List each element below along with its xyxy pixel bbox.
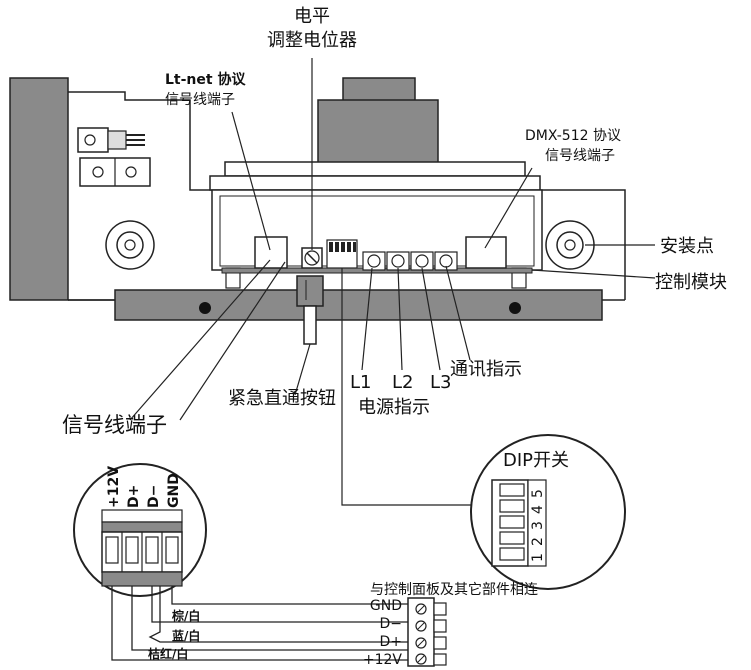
dip-switch-label: DIP开关 (503, 450, 569, 471)
dmx-terminal (465, 236, 507, 269)
mount-point-label: 安装点 (660, 236, 714, 257)
connector-pin-dminus: D− (379, 616, 402, 632)
dip-detail-body (491, 479, 547, 567)
mount-point-left (105, 220, 155, 270)
wire-orange-white: 桔红/白 (148, 646, 188, 661)
wire-brown-white: 棕/白 (171, 608, 200, 623)
dip-num-4: 4 (530, 505, 546, 514)
connect-note: 与控制面板及其它部件相连 (370, 581, 538, 598)
dip-switch-board (326, 239, 358, 269)
level-pot-label-2: 调整电位器 (267, 30, 357, 51)
ltnet-label-1: Lt-net 协议 (165, 71, 246, 88)
terminal-detail-body (101, 509, 183, 587)
terminal-pin-gnd: GND (166, 473, 182, 508)
led-comm (434, 251, 458, 271)
rail-screw-left (199, 302, 211, 314)
dmx-label-2: 信号线端子 (545, 148, 615, 164)
enclosure-wall (9, 77, 69, 301)
dip-num-1: 1 (530, 553, 546, 562)
connector-pin-12v: +12V (363, 652, 403, 668)
base-rail (114, 289, 603, 321)
l1-label: L1 (350, 372, 371, 393)
dip-num-5: 5 (530, 489, 546, 498)
terminal-pin-12v: +12V (106, 466, 122, 508)
wire-bundle (111, 586, 408, 661)
led-l1 (362, 251, 386, 271)
wire-blue-white: 蓝/白 (172, 628, 200, 643)
dip-num-3: 3 (530, 521, 546, 530)
terminal-pin-dplus: D+ (126, 485, 142, 508)
leader-lines (129, 58, 656, 506)
l2-label: L2 (392, 372, 413, 393)
bypass-button (296, 275, 324, 345)
level-pot-label-1: 电平 (294, 6, 330, 27)
control-module-label: 控制模块 (655, 272, 727, 293)
rail-screw-right (509, 302, 521, 314)
comm-indicator-label: 通讯指示 (450, 359, 522, 380)
ltnet-label-2: 信号线端子 (165, 92, 235, 108)
transformer (209, 77, 541, 191)
led-l2 (386, 251, 410, 271)
signal-terminal-label: 信号线端子 (62, 413, 167, 437)
led-l3 (410, 251, 434, 271)
bypass-button-label: 紧急直通按钮 (228, 388, 336, 409)
connector-pin-dplus: D+ (379, 634, 402, 650)
terminal-pin-dminus: D− (146, 485, 162, 508)
power-indicator-label: 电源指示 (358, 397, 430, 418)
ltnet-terminal (254, 236, 288, 269)
dmx-label-1: DMX-512 协议 (525, 128, 621, 144)
connector-block (407, 597, 447, 667)
connector-pin-gnd: GND (370, 598, 402, 614)
mount-point-right (545, 220, 595, 270)
level-potentiometer (301, 247, 323, 269)
dip-num-2: 2 (530, 537, 546, 546)
l3-label: L3 (430, 372, 451, 393)
transistor-component (77, 127, 151, 187)
